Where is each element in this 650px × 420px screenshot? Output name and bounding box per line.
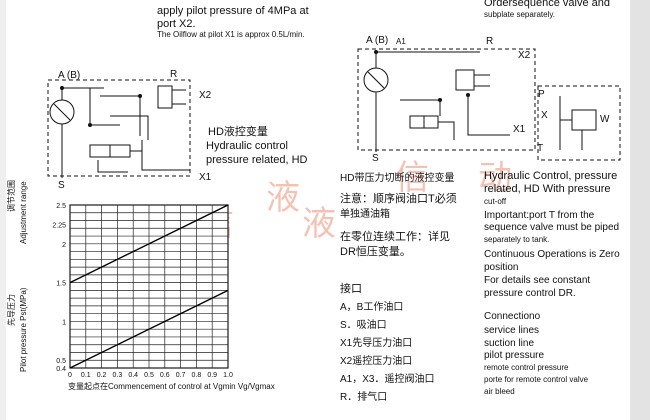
left-port-s: S <box>58 180 65 191</box>
watermark-char: 动 <box>478 158 512 198</box>
important-en-3: separately to tank. <box>484 235 550 244</box>
subplate-port-w: W <box>600 114 610 125</box>
left-port-x1: X1 <box>199 172 212 183</box>
continuous-en-3: For details see constant <box>484 275 591 286</box>
chart-x-axis-label: 变量起点在Commencement of control at Vgmin Vg… <box>68 382 275 391</box>
top-right-line2: subplate separately. <box>484 10 556 19</box>
important-en-2: sequence valve must be piped <box>484 222 620 233</box>
right-port-x1: X1 <box>513 124 526 135</box>
hd-cutoff-title-cn: HD带压力切断的液控变量 <box>340 173 455 184</box>
watermark-char: 信 <box>395 158 429 198</box>
continuous-en-1: Continuous Operations is Zero <box>484 249 620 260</box>
x-tick-label: 0.1 <box>81 372 91 379</box>
y-tick-label: 2.5 <box>56 203 66 210</box>
x-tick-label: 0 <box>68 372 72 379</box>
port-en-x1: pilot pressure <box>484 350 545 361</box>
top-left-line2: port X2. <box>157 18 196 30</box>
left-hd-title-en2: pressure related, HD <box>206 154 308 166</box>
y-tick-label: 2 <box>62 242 66 249</box>
x-tick-label: 0.5 <box>144 372 154 379</box>
subplate-port-p: P <box>538 89 545 100</box>
port-en-a1x3: porte for remote control valve <box>484 375 589 384</box>
left-margin <box>0 0 6 420</box>
left-port-x2: X2 <box>199 90 212 101</box>
port-cn-r: R．排气口 <box>340 392 388 403</box>
ports-title-en: Connectiono <box>484 311 541 322</box>
note-cn-1: 注意：顺序阀油口T必须 <box>340 193 457 205</box>
ports-title-cn: 接口 <box>340 283 362 295</box>
hd-cutoff-title-en2: related, HD With pressure <box>484 183 611 195</box>
continuous-cn-1: 在零位连续工作：详见 <box>340 231 450 243</box>
right-port-x2: X2 <box>518 50 531 61</box>
continuous-en-4: pressure control DR. <box>484 288 576 299</box>
right-port-s: S <box>372 153 379 164</box>
continuous-cn-2: DR恒压变量。 <box>340 246 411 258</box>
top-left-line3: The Oilflow at pilot X1 is approx 0.5L/m… <box>157 30 305 39</box>
watermark-char: 液 <box>302 204 336 244</box>
x-tick-label: 0.7 <box>176 372 186 379</box>
port-en-s: suction line <box>484 338 535 349</box>
top-right-line1: Ordersequence valve and <box>484 0 610 9</box>
right-scrollbar[interactable] <box>630 0 650 420</box>
left-port-ab: A (B) <box>58 70 81 81</box>
port-cn-a1x3: A1，X3．遥控阀油口 <box>340 374 435 385</box>
x-tick-label: 0.2 <box>97 372 107 379</box>
y-tick-label: 2.25 <box>52 222 66 229</box>
x-tick-label: 0.9 <box>207 372 217 379</box>
x-tick-label: 1.0 <box>223 372 233 379</box>
continuous-en-2: position <box>484 262 519 273</box>
top-left-line1: apply pilot pressure of 4MPa at <box>157 5 309 17</box>
port-cn-x1: X1先导压力油口 <box>340 338 413 349</box>
y-tick-label: 1 <box>62 319 66 326</box>
port-cn-ab: A，B工作油口 <box>340 302 404 313</box>
x-tick-label: 0.4 <box>128 372 138 379</box>
x-tick-label: 0.8 <box>192 372 202 379</box>
port-cn-s: S．吸油口 <box>340 320 387 331</box>
right-port-r: R <box>486 36 494 47</box>
hd-cutoff-title-en1: Hydraulic Control, pressure <box>484 170 618 182</box>
port-en-r: air bleed <box>484 387 515 396</box>
port-en-x2: remote control pressure <box>484 363 569 372</box>
right-port-ab: A (B) <box>366 35 389 46</box>
hd-cutoff-title-en3: cut-off <box>484 197 507 206</box>
subplate-port-x: X <box>541 110 548 121</box>
right-port-a1: A1 <box>396 37 406 46</box>
port-cn-x2: X2遥控压力油口 <box>340 356 413 367</box>
port-en-ab: service lines <box>484 325 540 336</box>
left-hd-title-en1: Hydraulic control <box>206 140 288 152</box>
y-tick-label: 0.4 <box>56 366 66 373</box>
left-port-r: R <box>170 69 178 80</box>
subplate-port-t: T <box>537 143 544 154</box>
y-tick-label: 0.5 <box>56 358 66 365</box>
left-hd-title-cn: HD液控变量 <box>208 126 268 138</box>
y-tick-label: 1.5 <box>56 281 66 288</box>
watermark-char: 液 <box>266 178 300 218</box>
important-en-1: Important:port T from the <box>484 210 595 221</box>
x-tick-label: 0.6 <box>160 372 170 379</box>
lower-control-line <box>69 289 229 369</box>
note-cn-2: 单独通油箱 <box>340 209 390 220</box>
x-tick-label: 0.3 <box>113 372 123 379</box>
upper-control-line <box>69 204 229 284</box>
